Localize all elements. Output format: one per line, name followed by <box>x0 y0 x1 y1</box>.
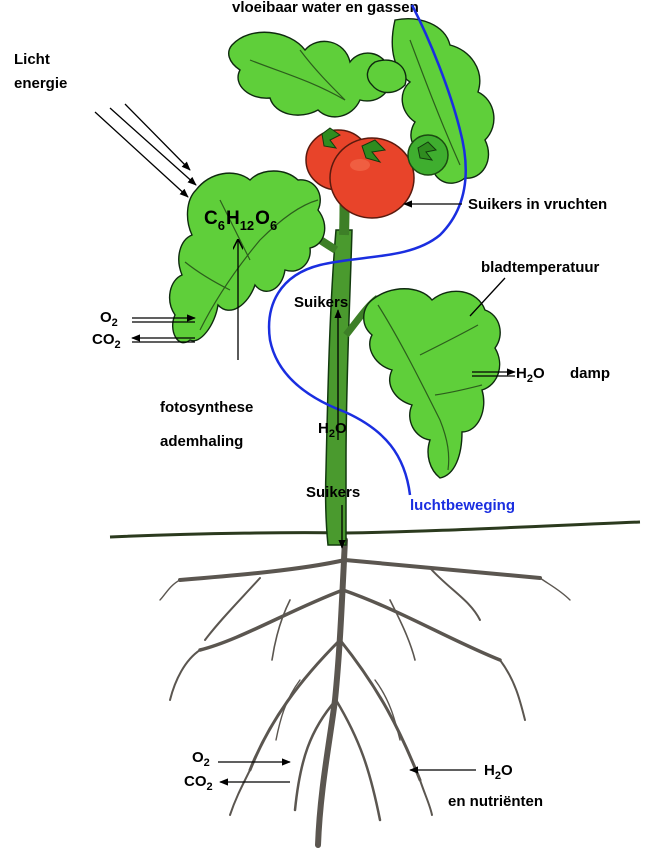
air-flow-label: luchtbeweging <box>410 497 515 514</box>
nutrients-label: en nutriënten <box>448 793 543 810</box>
water-vapor-formula: H2O <box>516 365 545 385</box>
root-co2-label: CO2 <box>184 773 213 793</box>
stem-sugars-top-label: Suikers <box>294 294 348 311</box>
light-energy-arrows <box>95 104 196 197</box>
respiration-label: ademhaling <box>160 433 243 450</box>
leaf-right <box>364 289 500 478</box>
fruit-sugars-label: Suikers in vruchten <box>468 196 607 213</box>
photosynthesis-label: fotosynthese <box>160 399 253 416</box>
leaf-co2-label: CO2 <box>92 331 121 351</box>
stem-sugars-bottom-label: Suikers <box>306 484 360 501</box>
root-water-label: H2O <box>484 762 513 782</box>
soil-line <box>110 522 640 537</box>
water-vapor-label: damp <box>570 365 610 382</box>
leaf-temperature-label: bladtemperatuur <box>481 259 600 276</box>
root-gas-arrows <box>218 762 290 782</box>
root-o2-label: O2 <box>192 749 210 769</box>
top-partial-label: vloeibaar water en gassen <box>232 0 419 16</box>
light-energy-label-line2: energie <box>14 75 67 92</box>
leaf-left <box>170 171 325 343</box>
leaf-o2-label: O2 <box>100 309 118 329</box>
light-energy-label-line1: Licht <box>14 51 50 68</box>
